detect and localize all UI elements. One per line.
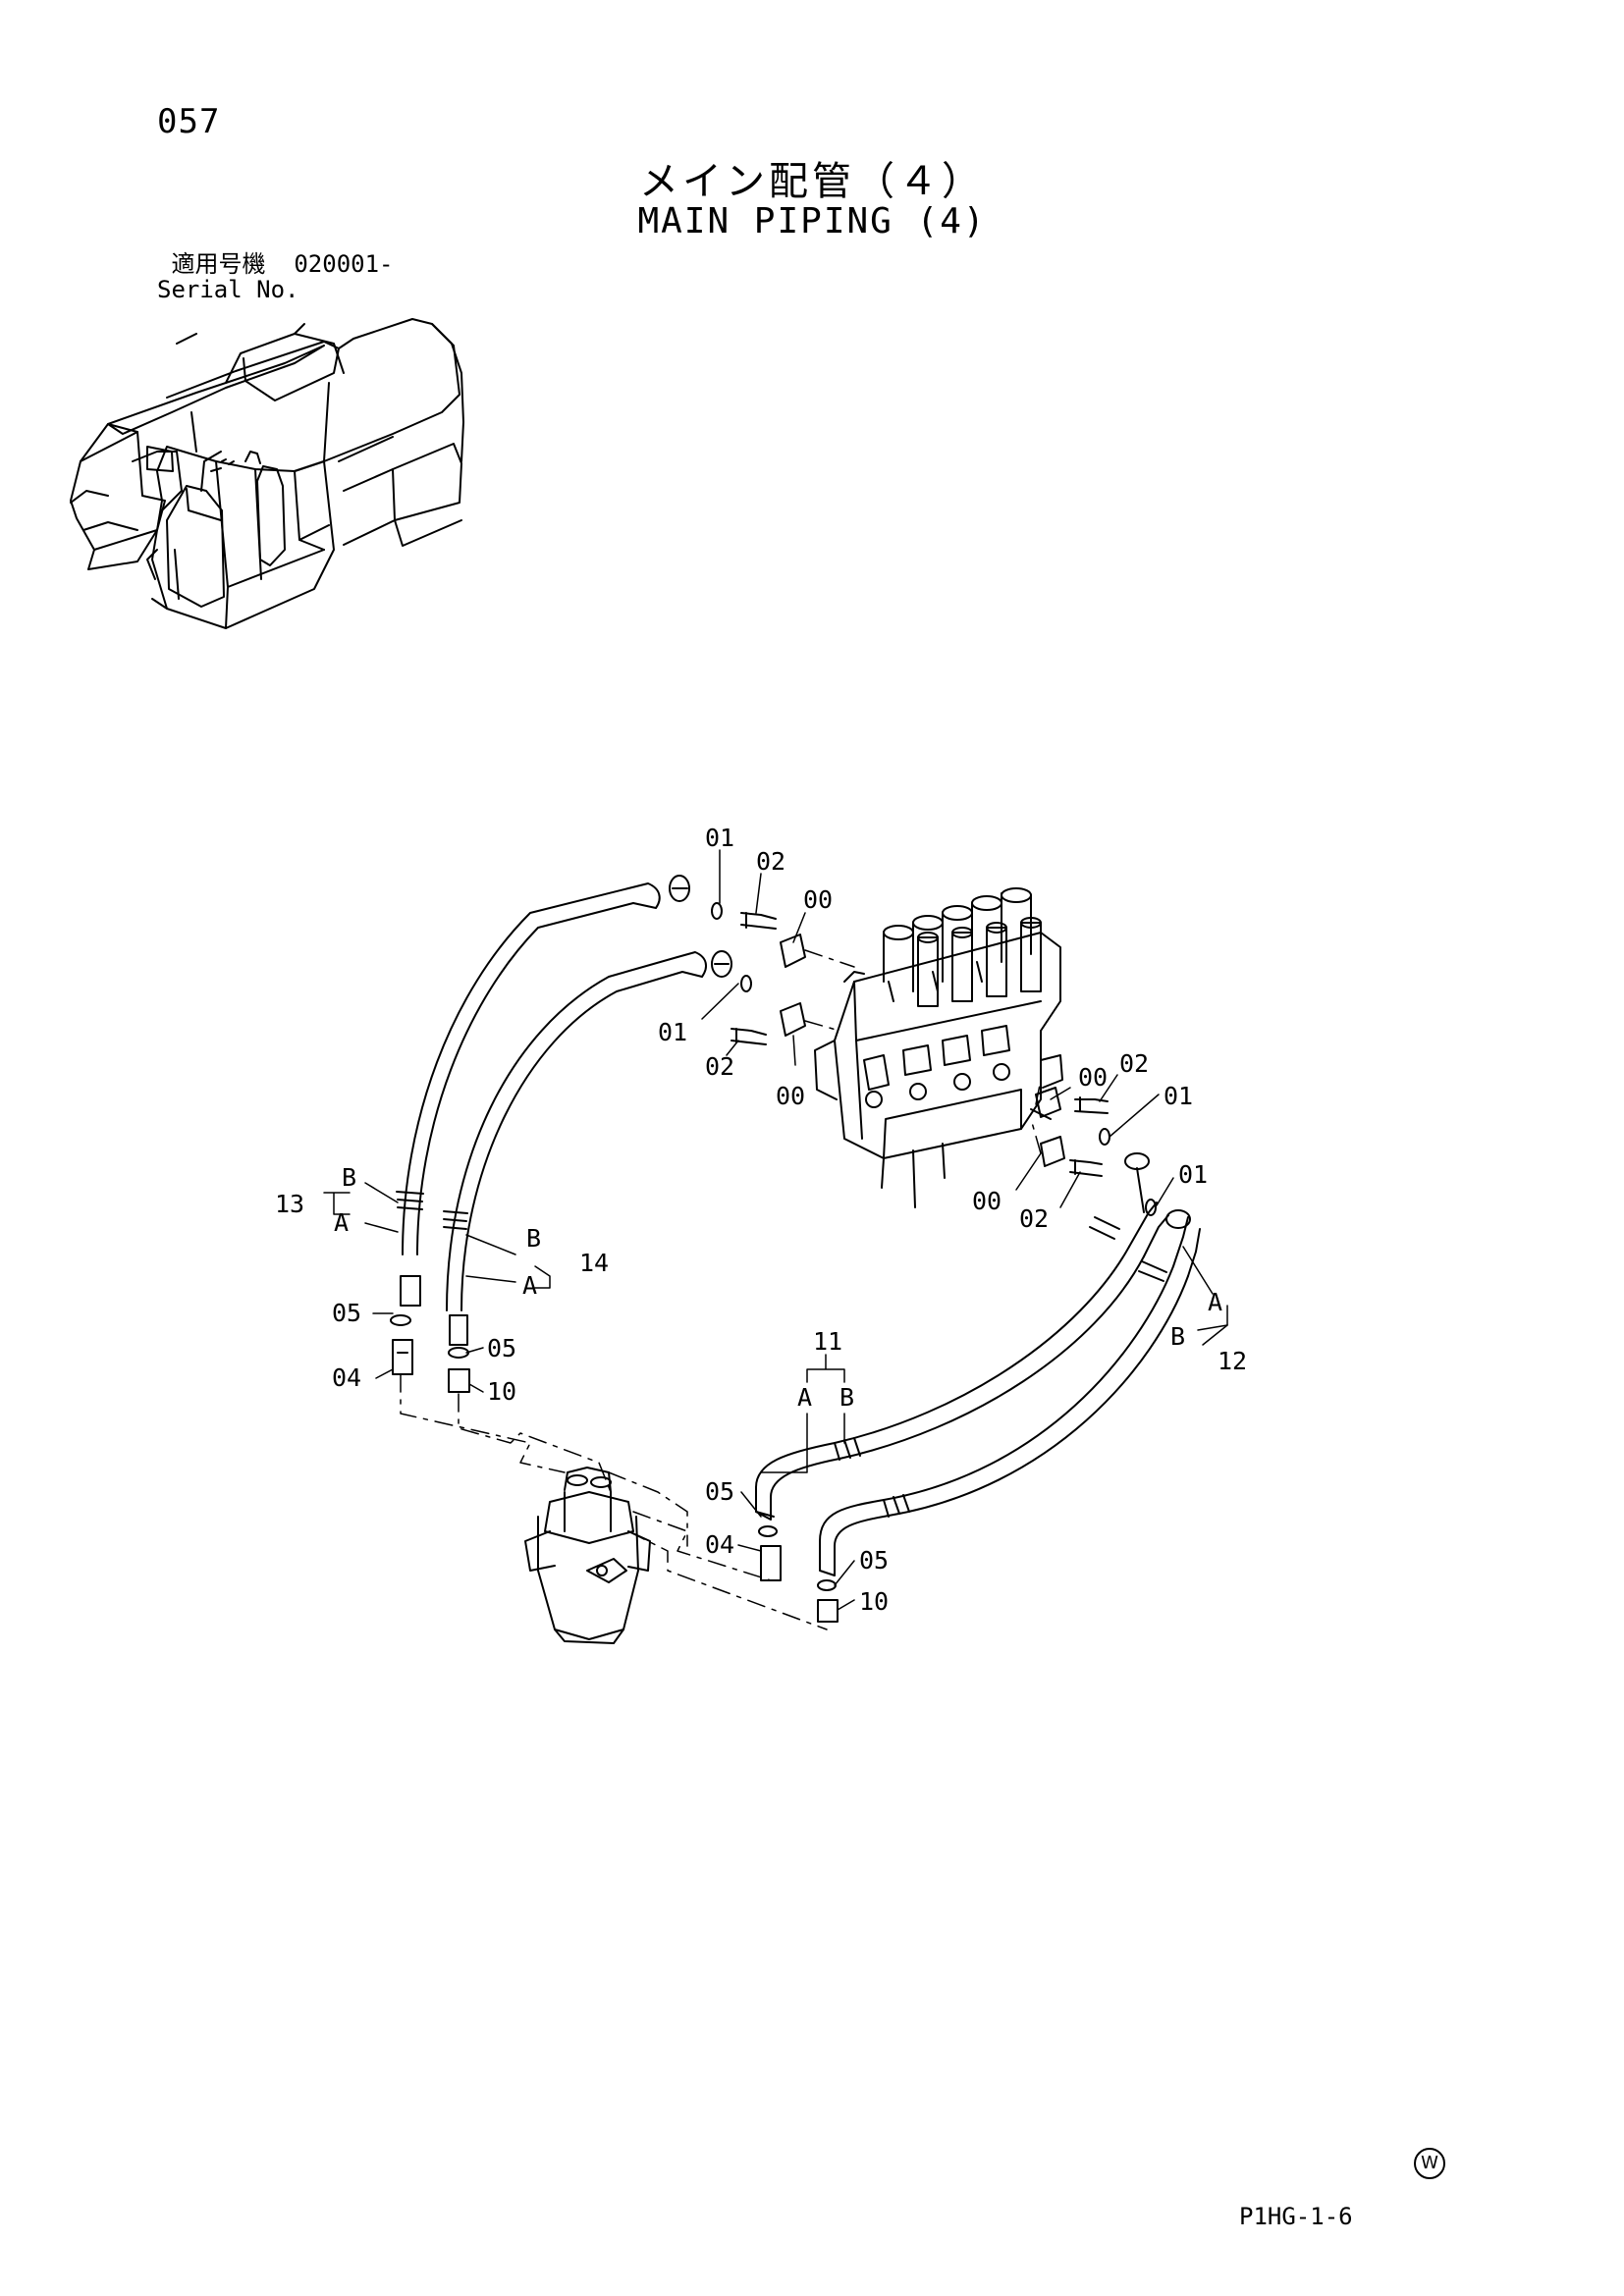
- control-valve: [814, 887, 1063, 1208]
- callout-right1-00: 00: [1078, 1063, 1108, 1092]
- page-number: 057: [157, 102, 221, 141]
- callout-hose-14: 14: [579, 1249, 609, 1277]
- excavator-thumbnail: [70, 318, 464, 629]
- callout-hose-14-b: B: [526, 1224, 541, 1253]
- callout-right1-01: 01: [1164, 1082, 1193, 1110]
- callout-top-00: 00: [803, 885, 833, 914]
- hose-11: [755, 1152, 1169, 1521]
- callout-hose-13: 13: [275, 1190, 304, 1218]
- hose-14: [443, 950, 732, 1346]
- hose-13: [396, 875, 690, 1307]
- callout-hose-11-a: A: [797, 1383, 812, 1412]
- callout-hose-13-b: B: [342, 1163, 356, 1192]
- callout-right2-01: 01: [1178, 1160, 1208, 1189]
- callout-center-04: 04: [705, 1530, 734, 1559]
- serial-row-jp: 適用号機 020001-: [157, 250, 394, 278]
- callout-mid-02: 02: [705, 1052, 734, 1081]
- leader-lines: [323, 849, 1228, 1611]
- callout-center-10: 10: [859, 1587, 889, 1616]
- callout-hose-12: 12: [1218, 1347, 1247, 1375]
- callout-top-02: 02: [756, 847, 785, 876]
- serial-value: 020001-: [294, 250, 394, 278]
- callout-right1-02: 02: [1119, 1049, 1149, 1078]
- callout-hose-14-a: A: [522, 1271, 537, 1300]
- callout-hose-12-b: B: [1170, 1322, 1185, 1351]
- callout-center-05: 05: [705, 1477, 734, 1506]
- callout-right2-00: 00: [972, 1187, 1001, 1215]
- fittings: [390, 902, 1157, 1623]
- hose-12: [819, 1209, 1201, 1576]
- title-japanese: メイン配管（４）: [639, 159, 985, 204]
- swivel-joint: [524, 1467, 651, 1644]
- callout-labels: 01 02 00 01 02 00 00 02 01 00 02 01 13 B…: [275, 824, 1247, 1616]
- title-english: MAIN PIPING (4): [637, 201, 987, 241]
- callout-mid-00: 00: [776, 1082, 805, 1110]
- callout-left-04: 04: [332, 1363, 361, 1392]
- callout-mid-01: 01: [658, 1018, 687, 1046]
- w-symbol: W: [1414, 2148, 1445, 2179]
- callout-center-05b: 05: [859, 1546, 889, 1575]
- callout-left-05b: 05: [487, 1334, 516, 1362]
- serial-label-en: Serial No.: [157, 276, 299, 303]
- routing-lines: [400, 949, 1042, 1630]
- callout-top-01: 01: [705, 824, 734, 852]
- callout-left-10: 10: [487, 1377, 516, 1406]
- serial-block: 適用号機 020001- Serial No.: [157, 251, 394, 302]
- serial-label-jp: 適用号機: [171, 250, 266, 278]
- callout-left-05: 05: [332, 1299, 361, 1327]
- callout-hose-11-b: B: [839, 1383, 854, 1412]
- reference-code: P1HG-1-6: [1239, 2203, 1353, 2230]
- callout-hose-11: 11: [813, 1327, 842, 1356]
- callout-hose-12-a: A: [1208, 1288, 1222, 1316]
- callout-right2-02: 02: [1019, 1204, 1049, 1233]
- callout-hose-13-a: A: [334, 1208, 349, 1237]
